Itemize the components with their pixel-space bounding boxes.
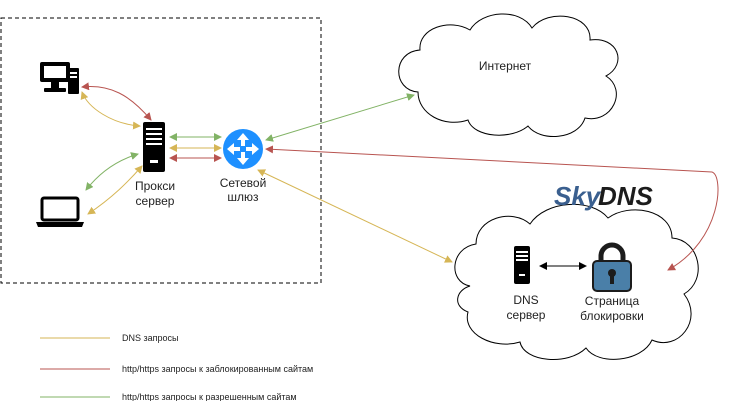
internet-cloud	[398, 13, 619, 137]
laptop-icon	[36, 196, 84, 227]
dns-server-label-line1: DNS	[513, 293, 538, 307]
gateway-internet-allowed-line	[265, 93, 415, 142]
proxy-server-label-line1: Прокси	[135, 179, 175, 193]
legend-label-blocked: http/https запросы к заблокированным сай…	[122, 364, 313, 374]
dns-server-label-line2: сервер	[507, 308, 546, 322]
dns-server-icon	[514, 246, 530, 284]
skydns-logo-dns: DNS	[598, 181, 654, 211]
local-network-boundary	[0, 17, 322, 284]
skydns-cloud	[454, 203, 699, 360]
legend-label-dns: DNS запросы	[122, 333, 179, 343]
desktop-computer-icon	[40, 62, 79, 94]
laptop-proxy-allowed-line	[85, 152, 139, 191]
gateway-label-line1: Сетевой	[220, 176, 267, 190]
desktop-proxy-blocked-line	[81, 82, 152, 121]
legend: DNS запросы http/https запросы к заблоки…	[40, 333, 313, 401]
desktop-proxy-dns-line	[80, 91, 141, 130]
laptop-proxy-dns-line	[87, 165, 143, 215]
gateway-dns-query-line	[257, 169, 453, 263]
skydns-logo-sky: Sky	[554, 181, 602, 211]
internet-label: Интернет	[479, 59, 532, 73]
gateway-label-line2: шлюз	[227, 190, 259, 204]
block-page-label-line1: Страница	[585, 294, 640, 308]
skydns-logo: Sky DNS	[554, 181, 654, 211]
gateway-router-icon	[223, 129, 263, 169]
proxy-server-label-line2: сервер	[136, 194, 175, 208]
gateway-blockpage-blocked-line	[265, 145, 719, 271]
legend-label-allowed: http/https запросы к разрешенным сайтам	[122, 392, 297, 401]
block-page-label-line2: блокировки	[580, 309, 644, 323]
proxy-server-icon	[143, 122, 165, 172]
